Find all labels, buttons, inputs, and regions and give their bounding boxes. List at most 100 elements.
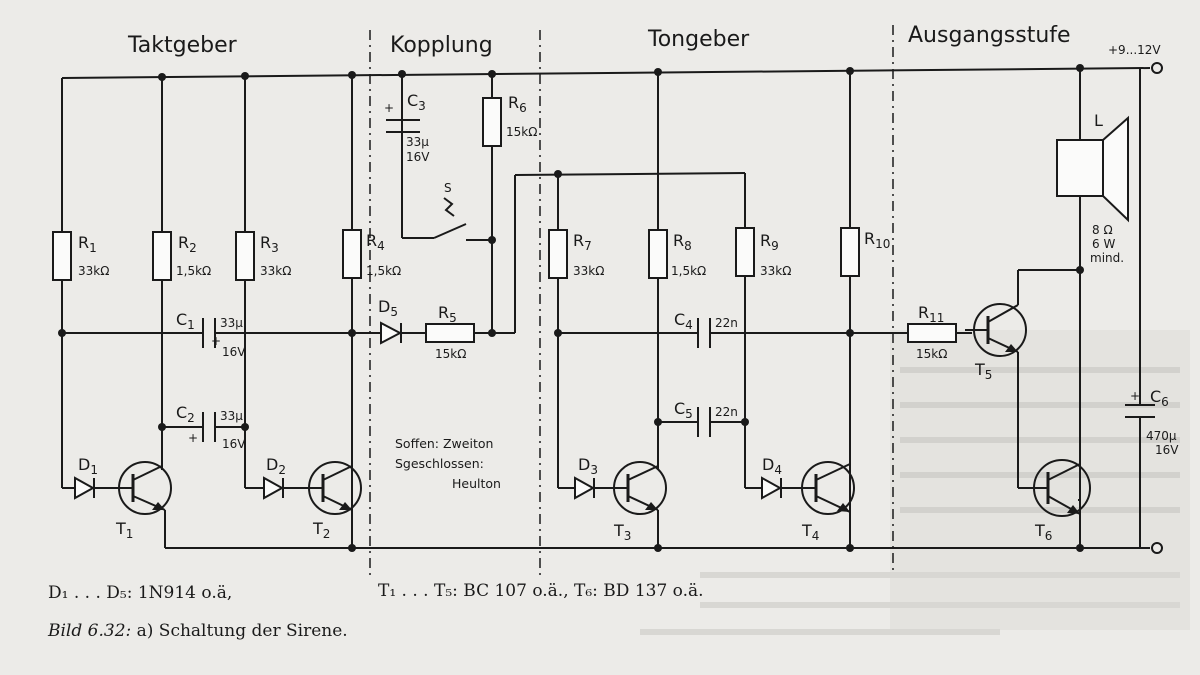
section-separators xyxy=(369,25,894,575)
svg-text:R7: R7 xyxy=(573,231,592,253)
svg-text:D1: D1 xyxy=(78,455,98,477)
svg-text:R2: R2 xyxy=(178,233,197,255)
speaker-l: L 8 Ω 6 W mind. xyxy=(1056,111,1129,265)
transistor-t6: T6 xyxy=(1018,459,1091,543)
resistor-r3: R3 33kΩ xyxy=(235,231,291,281)
svg-text:16V: 16V xyxy=(222,345,246,359)
svg-text:R5: R5 xyxy=(438,303,457,325)
svg-text:R11: R11 xyxy=(918,303,944,325)
svg-text:Soffen: Zweiton: Soffen: Zweiton xyxy=(395,436,493,451)
capacitor-c4: C4 22n xyxy=(674,310,738,348)
capacitor-c2: C2 33µ + 16V xyxy=(176,403,246,451)
svg-text:T4: T4 xyxy=(801,521,819,543)
resistor-r5: R5 15kΩ xyxy=(425,303,475,361)
switch-s: S xyxy=(443,181,455,217)
svg-text:16V: 16V xyxy=(1155,443,1179,457)
supply-terminal-ground xyxy=(1151,542,1163,554)
svg-text:D5: D5 xyxy=(378,297,398,319)
svg-text:15kΩ: 15kΩ xyxy=(435,347,466,361)
diode-d3: D3 xyxy=(574,455,598,500)
background-bleed-text xyxy=(640,330,1190,635)
caption-diodes: D₁ . . . D₅: 1N914 o.ä, xyxy=(48,583,232,603)
svg-text:6 W: 6 W xyxy=(1092,237,1115,251)
svg-text:Sgeschlossen:: Sgeschlossen: xyxy=(395,456,484,471)
transistor-t5: T5 xyxy=(965,303,1027,382)
svg-text:R4: R4 xyxy=(366,231,385,253)
svg-text:R10: R10 xyxy=(864,229,890,251)
svg-text:33µ: 33µ xyxy=(220,316,243,330)
svg-text:22n: 22n xyxy=(715,405,738,419)
svg-text:R9: R9 xyxy=(760,231,779,253)
transistor-t3: T3 xyxy=(605,461,667,543)
switch-note: Soffen: Zweiton Sgeschlossen: Heulton xyxy=(395,436,501,491)
resistor-r6: R6 15kΩ xyxy=(482,93,537,147)
svg-text:8 Ω: 8 Ω xyxy=(1092,223,1113,237)
svg-text:33kΩ: 33kΩ xyxy=(260,264,291,278)
capacitor-c5: C5 22n xyxy=(674,399,738,437)
svg-text:1,5kΩ: 1,5kΩ xyxy=(671,264,706,278)
section-title-ausgangsstufe: Ausgangsstufe xyxy=(908,23,1071,48)
svg-text:R1: R1 xyxy=(78,233,97,255)
svg-text:22n: 22n xyxy=(715,316,738,330)
svg-text:33kΩ: 33kΩ xyxy=(760,264,791,278)
resistor-r7: R7 33kΩ xyxy=(548,229,604,279)
capacitor-c1: C1 33µ + 16V xyxy=(176,310,246,359)
svg-text:33µ: 33µ xyxy=(406,135,429,149)
svg-text:D4: D4 xyxy=(762,455,782,477)
diode-d4: D4 xyxy=(761,455,783,500)
svg-text:16V: 16V xyxy=(222,437,246,451)
resistor-r8: R8 1,5kΩ xyxy=(648,229,706,279)
svg-text:T1: T1 xyxy=(115,519,133,541)
svg-text:T5: T5 xyxy=(974,360,992,382)
supply-terminal-positive xyxy=(1151,62,1163,74)
svg-text:R8: R8 xyxy=(673,231,692,253)
capacitor-c3: + C3 33µ 16V xyxy=(384,91,430,164)
svg-text:16V: 16V xyxy=(406,150,430,164)
svg-text:33µ: 33µ xyxy=(220,409,243,423)
svg-text:C1: C1 xyxy=(176,310,195,332)
transistor-t1: T1 xyxy=(110,461,172,541)
svg-text:D2: D2 xyxy=(266,455,286,477)
svg-text:C4: C4 xyxy=(674,310,693,332)
svg-text:+: + xyxy=(188,431,198,445)
svg-text:+: + xyxy=(384,101,394,115)
svg-text:15kΩ: 15kΩ xyxy=(916,347,947,361)
svg-text:L: L xyxy=(1094,111,1103,130)
figure-caption: D₁ . . . D₅: 1N914 o.ä, T₁ . . . T₅: BC … xyxy=(47,581,704,641)
resistor-r4: R4 1,5kΩ xyxy=(342,229,401,279)
transistor-t2: T2 xyxy=(300,461,362,541)
transistor-t4: T4 xyxy=(793,461,855,543)
section-title-kopplung: Kopplung xyxy=(390,33,493,58)
diode-d5: D5 xyxy=(378,297,403,345)
svg-text:C6: C6 xyxy=(1150,387,1169,409)
caption-figure: Bild 6.32: a) Schaltung der Sirene. xyxy=(47,621,348,641)
svg-text:mind.: mind. xyxy=(1090,251,1124,265)
resistor-r9: R9 33kΩ xyxy=(735,227,791,278)
diode-d1: D1 xyxy=(74,455,98,500)
caption-transistors: T₁ . . . T₅: BC 107 o.ä., T₆: BD 137 o.ä… xyxy=(378,581,704,601)
svg-text:Heulton: Heulton xyxy=(452,476,501,491)
svg-text:R6: R6 xyxy=(508,93,527,115)
svg-text:T3: T3 xyxy=(613,521,631,543)
svg-text:S: S xyxy=(444,181,452,195)
svg-text:C2: C2 xyxy=(176,403,195,425)
svg-text:D3: D3 xyxy=(578,455,598,477)
section-title-taktgeber: Taktgeber xyxy=(127,33,238,58)
supply-voltage-label: +9...12V xyxy=(1108,43,1161,57)
svg-text:1,5kΩ: 1,5kΩ xyxy=(366,264,401,278)
svg-text:33kΩ: 33kΩ xyxy=(78,264,109,278)
svg-text:1,5kΩ: 1,5kΩ xyxy=(176,264,211,278)
svg-text:R3: R3 xyxy=(260,233,279,255)
svg-text:33kΩ: 33kΩ xyxy=(573,264,604,278)
svg-text:C3: C3 xyxy=(407,91,426,113)
svg-text:470µ: 470µ xyxy=(1146,429,1177,443)
resistor-r1: R1 33kΩ xyxy=(52,231,109,281)
svg-text:C5: C5 xyxy=(674,399,693,421)
junction-dots xyxy=(58,64,1084,552)
svg-text:T2: T2 xyxy=(312,519,330,541)
capacitor-c6: + C6 470µ 16V xyxy=(1125,387,1179,457)
diode-d2: D2 xyxy=(263,455,286,500)
resistor-r2: R2 1,5kΩ xyxy=(152,231,211,281)
svg-text:+: + xyxy=(1130,389,1140,403)
